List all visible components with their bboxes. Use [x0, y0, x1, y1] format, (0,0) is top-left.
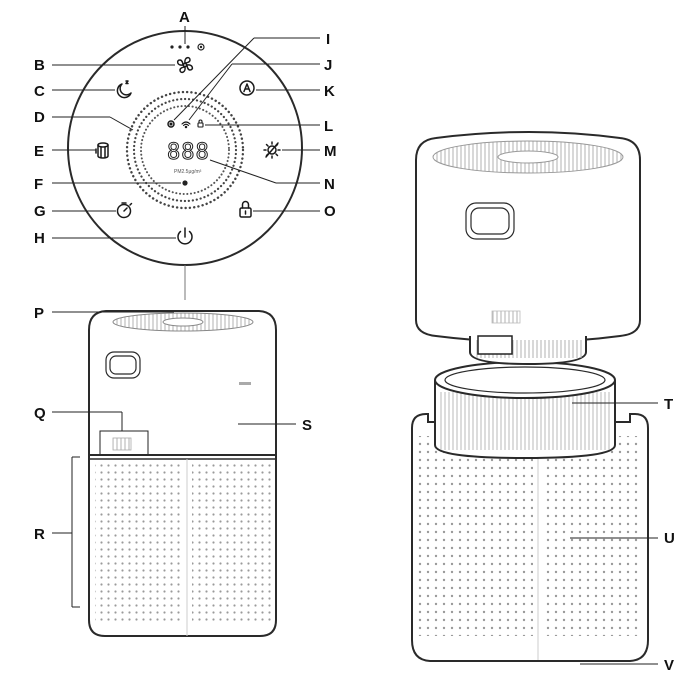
label-g: G [34, 203, 46, 220]
callout-labels: A B C D E F G H I J K L M N O P Q S R T … [34, 9, 675, 674]
label-e: E [34, 143, 44, 160]
sleep-mode-icon[interactable] [116, 80, 132, 99]
timer-icon[interactable] [116, 202, 133, 219]
display-digits: 888 [167, 140, 210, 165]
handle-recess-lifted [465, 202, 515, 240]
intake-grille-side [192, 464, 272, 622]
label-i: I [326, 31, 330, 48]
callout-lines [52, 26, 658, 665]
label-o: O [324, 203, 336, 220]
label-q: Q [34, 405, 46, 422]
upper-housing-lifted [415, 131, 641, 343]
label-f: F [34, 176, 43, 193]
brand-logo [239, 382, 251, 385]
power-icon[interactable] [177, 227, 193, 245]
upper-housing [88, 310, 277, 461]
control-panel: 888 PM2.5μg/m³ [67, 30, 303, 300]
label-m: M [324, 143, 337, 160]
mid-dot-ring [132, 97, 238, 203]
label-b: B [34, 57, 45, 74]
label-l: L [324, 118, 333, 135]
label-s: S [302, 417, 312, 434]
label-d: D [34, 109, 45, 126]
label-p: P [34, 305, 44, 322]
lock-indicator-icon [197, 119, 204, 128]
base-grille-front [418, 436, 533, 636]
purifier-exploded [411, 131, 649, 662]
label-a: A [179, 9, 190, 26]
wifi-icon [181, 121, 191, 129]
light-icon[interactable] [263, 141, 281, 159]
fan-icon[interactable] [176, 56, 194, 74]
air-quality-indicator-light [182, 180, 188, 186]
display-unit: PM2.5μg/m³ [174, 169, 202, 175]
label-r: R [34, 526, 45, 543]
label-k: K [324, 83, 335, 100]
label-u: U [664, 530, 675, 547]
label-h: H [34, 230, 45, 247]
intake-grille-front [95, 464, 183, 622]
indicator-dots [170, 43, 205, 51]
label-j: J [324, 57, 332, 74]
label-n: N [324, 176, 335, 193]
label-t: T [664, 396, 673, 413]
inner-dot-ring [140, 105, 230, 195]
outer-dot-ring [125, 90, 245, 210]
label-c: C [34, 83, 45, 100]
auto-mode-icon[interactable] [239, 80, 255, 96]
handle-recess [105, 351, 141, 379]
child-lock-icon[interactable] [239, 200, 252, 218]
pm-sensor-indicator-icon [167, 120, 175, 128]
base-grille-side [543, 436, 641, 636]
purifier-assembled [88, 310, 277, 637]
label-v: V [664, 657, 674, 674]
